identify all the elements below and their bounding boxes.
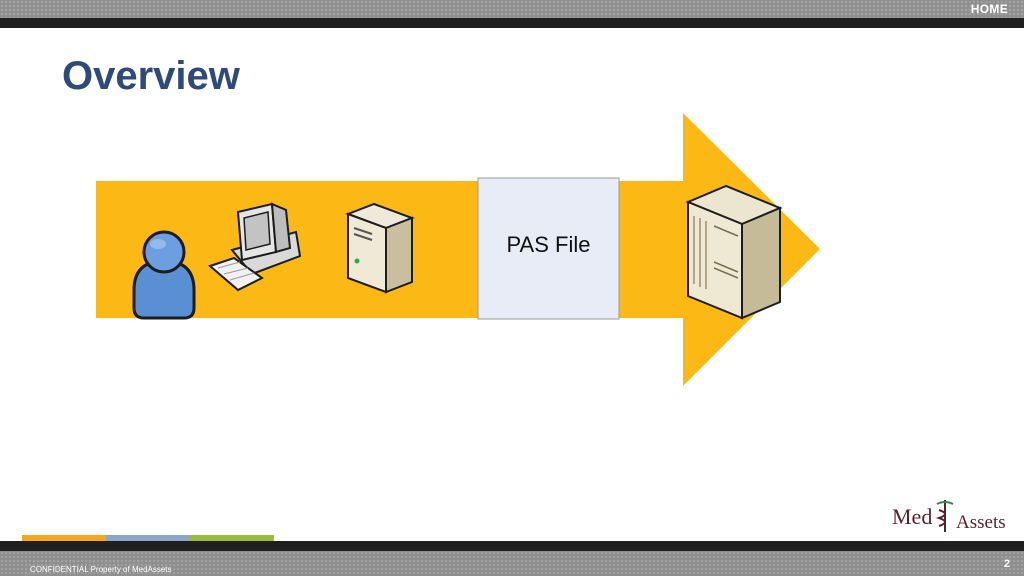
accent-strip-blue <box>106 535 190 541</box>
caduceus-icon <box>935 500 954 532</box>
logo-text-med: Med <box>892 504 933 529</box>
home-link[interactable]: HOME <box>970 2 1008 16</box>
page-title: Overview <box>62 54 240 98</box>
bottom-bar <box>0 551 1024 576</box>
page-number: 2 <box>1003 558 1010 570</box>
accent-strip-orange <box>22 535 106 541</box>
top-bar <box>0 0 1024 18</box>
pas-file-label: PAS File <box>506 232 591 257</box>
pas-file-box <box>477 177 620 320</box>
server-icon <box>345 202 415 294</box>
accent-strip-green <box>190 535 274 541</box>
top-divider <box>0 18 1024 28</box>
confidential-notice: CONFIDENTIAL Property of MedAssets <box>30 565 172 574</box>
user-icon <box>132 230 196 320</box>
bottom-divider <box>0 541 1024 551</box>
desktop-computer-icon <box>208 202 302 292</box>
logo-text-assets: Assets <box>956 512 1006 533</box>
server-rack-icon <box>685 184 783 320</box>
process-arrow <box>96 113 820 386</box>
medassets-logo: Med Assets <box>888 498 1014 534</box>
